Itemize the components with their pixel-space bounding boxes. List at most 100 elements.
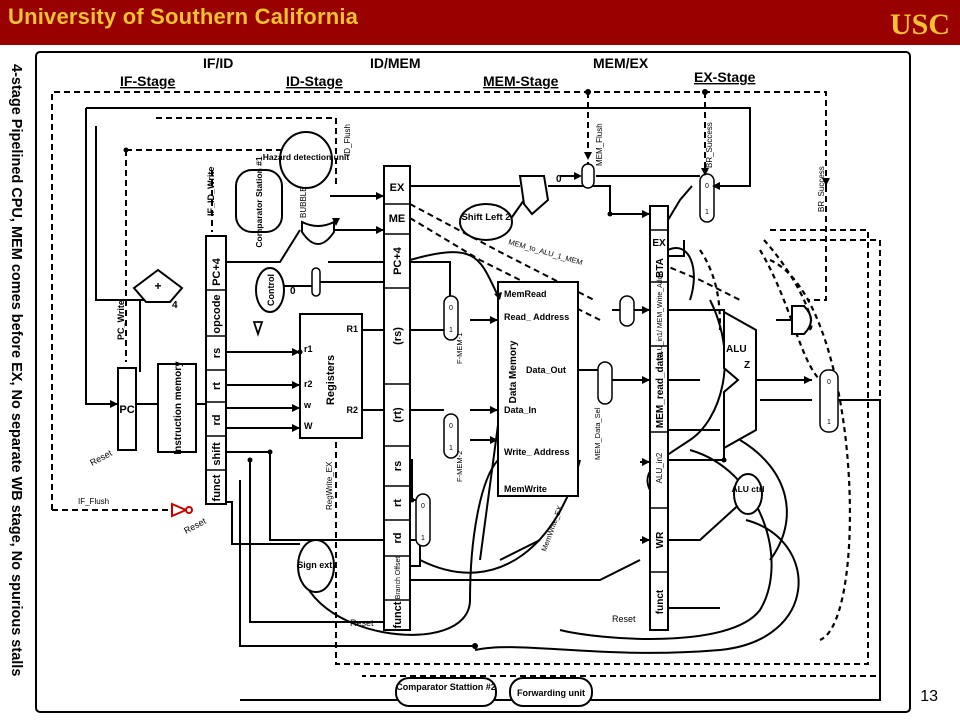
idmem-field-rs: rs xyxy=(392,461,404,471)
alu-control xyxy=(733,473,763,515)
idmem-field-funct: funct xyxy=(392,601,404,628)
register-file xyxy=(299,313,363,439)
stage-id: ID-Stage xyxy=(286,73,343,89)
ifid-field-funct: funct xyxy=(211,474,223,501)
pc-label: PC xyxy=(119,404,134,416)
memex-field-funct: funct xyxy=(655,589,666,614)
ifid-field-rd: rd xyxy=(211,415,223,426)
if-flush-gate xyxy=(171,502,193,518)
stage-memex: MEM/EX xyxy=(593,55,649,71)
stage-ifid: IF/ID xyxy=(203,55,233,71)
idmem-field-branch-offset: Branch Offset xyxy=(395,557,402,600)
control-mux xyxy=(311,267,321,297)
ifid-field-rs: rs xyxy=(211,348,223,358)
sig-id-flush: ID_Flush xyxy=(343,124,352,156)
svg-text:1: 1 xyxy=(827,419,831,426)
sig-reset-idmem: Reset xyxy=(350,618,374,628)
memdata-mux xyxy=(597,361,613,405)
svg-text:0: 0 xyxy=(827,379,831,386)
memex-field-bta: BTA xyxy=(655,258,666,278)
result-mux xyxy=(819,369,839,433)
svg-text:0: 0 xyxy=(449,305,453,312)
alu-label: ALU xyxy=(726,344,747,355)
shift-left-label: Shift Left 2 xyxy=(461,212,510,223)
sig-reset-pc: Reset xyxy=(88,448,114,468)
imem-label: Instruction memory xyxy=(173,361,184,455)
memex-field-wr: WR xyxy=(655,531,666,548)
write-addr-mux xyxy=(619,295,635,327)
dmem-data-in: Data_In xyxy=(504,405,537,415)
idmem-field-rd: rd xyxy=(392,533,404,544)
idmem-field-rt: rt xyxy=(392,499,404,507)
instruction-memory xyxy=(157,363,197,453)
memex-field-alu-in2: ALU_in2 xyxy=(655,452,664,483)
sig-pc-write: PC_Write xyxy=(116,300,126,340)
diagram-frame xyxy=(35,51,911,713)
comparator2-label-line1: Comparator Stattion #2 xyxy=(396,682,496,692)
university-title: University of Southern California xyxy=(8,4,359,29)
control-label: Control xyxy=(266,274,276,306)
reg-port-w: w xyxy=(303,400,312,410)
memex-field-alu-in1: ALU_in1/ MEM_Write_Addr xyxy=(657,272,664,359)
svg-text:1: 1 xyxy=(449,327,453,334)
idmem-register xyxy=(383,165,411,631)
comparator-station-1 xyxy=(235,169,283,233)
registers-label: Registers xyxy=(325,355,337,405)
sign-extend xyxy=(297,539,335,593)
stage-mem: MEM-Stage xyxy=(483,73,559,89)
sig-reset-ifid: Reset xyxy=(182,516,208,536)
slide-number: 13 xyxy=(920,688,938,705)
reg-port-r1: r1 xyxy=(304,344,313,354)
dmem-write-address: Write_ Address xyxy=(504,447,570,457)
svg-text:0: 0 xyxy=(421,503,425,510)
sig-reset-memex: Reset xyxy=(612,614,636,624)
idmem-field-rt-val: (rt) xyxy=(392,407,404,423)
sig-fmem2: F-MEM-2 xyxy=(455,451,464,482)
sign-ext-label: Sign ext. xyxy=(297,560,335,570)
side-caption: 4-stage Pipelined CPU, MEM comes before … xyxy=(8,64,24,676)
sig-if-flush: IF_Flush xyxy=(78,497,109,506)
branch-adder xyxy=(518,175,550,216)
comparator-station-2 xyxy=(395,677,497,707)
alu-zero: Z xyxy=(744,360,750,371)
svg-text:1: 1 xyxy=(421,535,425,542)
reg-port-W: W xyxy=(304,421,313,431)
header-banner: University of Southern California USC xyxy=(0,0,960,45)
ifid-field-pc4: PC+4 xyxy=(211,257,223,286)
dmem-memwrite: MemWrite xyxy=(504,484,547,494)
br-mux xyxy=(699,173,715,223)
const-zero-ctrl: 0 xyxy=(290,286,296,297)
sig-if-id-write: IF_ID_Write xyxy=(206,167,216,216)
sig-br-success-2: BR_Success xyxy=(817,166,826,212)
svg-text:0: 0 xyxy=(449,423,453,430)
data-memory xyxy=(497,281,579,497)
memflush-mux xyxy=(581,163,595,189)
reg-port-R2: R2 xyxy=(346,405,358,415)
dmem-read-address: Read_ Address xyxy=(504,312,569,322)
stage-if: IF-Stage xyxy=(120,73,175,89)
sig-fmem1: F-MEM-1 xyxy=(455,333,464,364)
memex-field-mem-read-data: MEM_read_data xyxy=(655,351,666,428)
or-gate xyxy=(301,220,335,245)
rd-mux xyxy=(415,493,431,547)
shift-left-2 xyxy=(459,203,513,241)
memex-register xyxy=(649,205,669,631)
ifid-field-opcode: opcode xyxy=(211,294,223,333)
sig-memwrite-ex: MemWrite_EX xyxy=(539,504,564,552)
comparator1-label: Comparator Station #1 xyxy=(254,156,264,247)
forwarding-label: Forwarding unit xyxy=(517,688,585,698)
idmem-field-rs-val: (rs) xyxy=(392,327,404,345)
sig-mem-data-sel: MEM_Data_Sel xyxy=(593,407,602,460)
idmem-field-ex: EX xyxy=(390,182,405,194)
svg-text:1: 1 xyxy=(449,445,453,452)
ifid-field-shift: shift xyxy=(211,442,223,466)
alu-ctrl-label: ALU ctrl xyxy=(731,484,764,494)
svg-text:1: 1 xyxy=(705,209,709,216)
hazard-detection-unit xyxy=(279,131,333,189)
fmem1-mux xyxy=(443,295,459,341)
forwarding-unit xyxy=(509,677,593,707)
idmem-field-me: ME xyxy=(389,213,406,225)
control-unit xyxy=(255,267,285,313)
dmem-data-out: Data_Out xyxy=(526,365,566,375)
